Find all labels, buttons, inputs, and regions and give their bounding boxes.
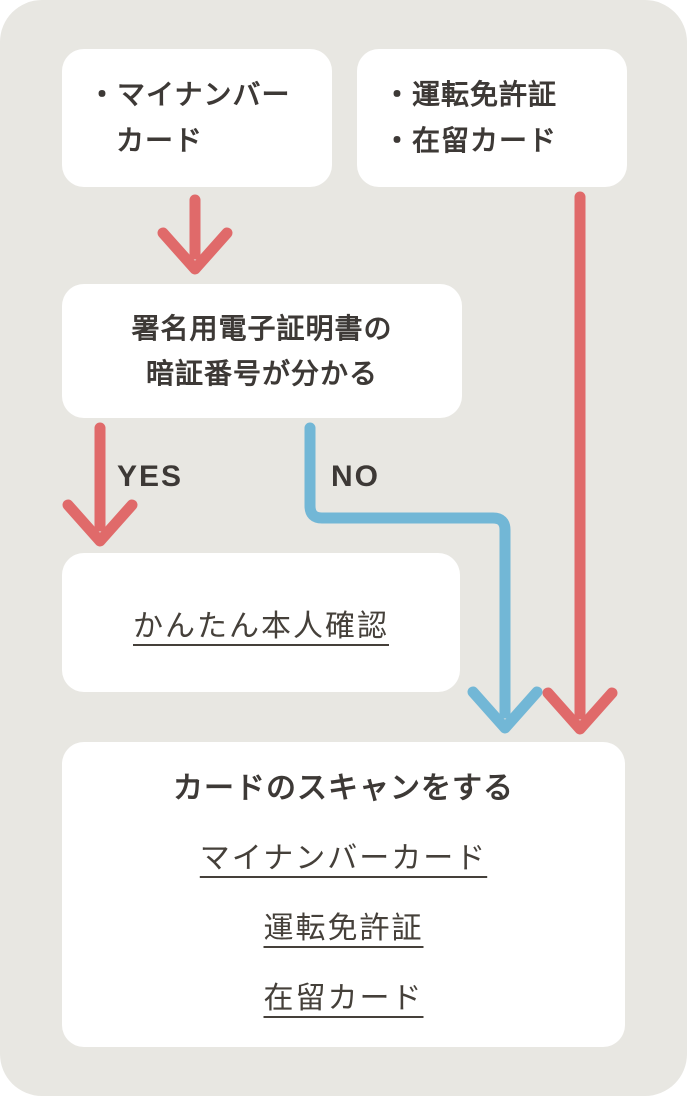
pin-line-2: 暗証番号が分かる <box>145 358 378 389</box>
arrow-yes-down-icon <box>62 422 138 547</box>
license-line-1: ・運転免許証 <box>383 79 558 110</box>
arrow-licenses-to-scan-icon <box>542 191 618 735</box>
mynumber-card-text: ・マイナンバー カード <box>88 72 290 164</box>
easy-verification-link[interactable]: かんたん本人確認 <box>133 609 389 643</box>
box-license-cards: ・運転免許証 ・在留カード <box>357 49 627 187</box>
mynumber-line-1: ・マイナンバー <box>88 79 291 110</box>
license-line-2: ・在留カード <box>383 125 558 156</box>
scan-link-drivers-license[interactable]: 運転免許証 <box>263 912 424 945</box>
box-mynumber-card: ・マイナンバー カード <box>62 49 332 187</box>
mynumber-line-2: カード <box>116 125 204 156</box>
license-cards-text: ・運転免許証 ・在留カード <box>383 72 557 164</box>
box-pin-known: 署名用電子証明書の 暗証番号が分かる <box>62 284 462 418</box>
box-card-scan: カードのスキャンをする マイナンバーカード 運転免許証 在留カード <box>62 742 625 1047</box>
yes-label: YES <box>117 460 184 493</box>
no-label: NO <box>331 460 380 493</box>
arrow-no-elbow-icon <box>304 422 543 734</box>
arrow-mynumber-to-pin-icon <box>157 194 233 275</box>
scan-link-mynumber-card[interactable]: マイナンバーカード <box>199 842 488 875</box>
scan-link-residence-card[interactable]: 在留カード <box>263 982 424 1015</box>
box-easy-verification: かんたん本人確認 <box>62 553 460 692</box>
pin-known-text: 署名用電子証明書の 暗証番号が分かる <box>62 306 462 396</box>
pin-line-1: 署名用電子証明書の <box>131 313 393 344</box>
card-scan-title: カードのスキャンをする <box>173 772 514 805</box>
